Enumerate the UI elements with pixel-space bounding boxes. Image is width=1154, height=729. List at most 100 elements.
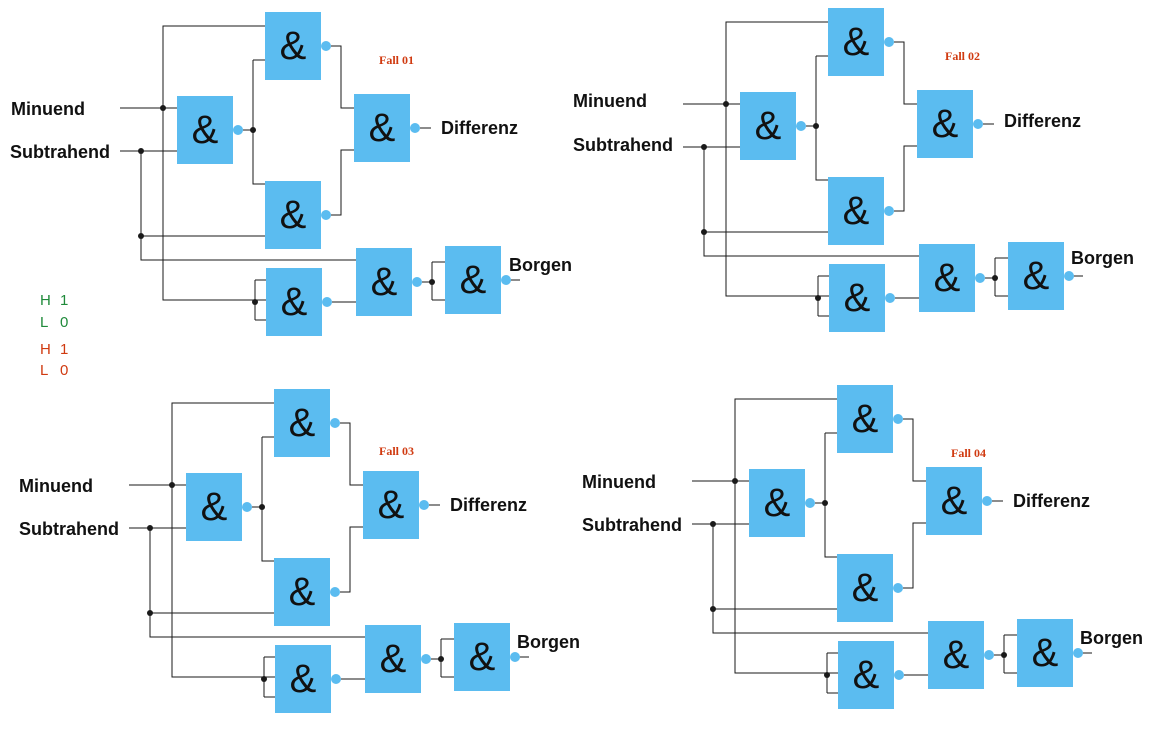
gate-symbol: &	[853, 653, 880, 697]
gate-body	[265, 181, 321, 249]
nand-gate: &	[356, 248, 422, 316]
inversion-bubble	[1073, 648, 1083, 658]
gate-symbol: &	[280, 193, 307, 237]
output-label-differenz: Differenz	[450, 495, 527, 515]
gate-body	[740, 92, 796, 160]
gate-body	[837, 554, 893, 622]
inversion-bubble	[412, 277, 422, 287]
inversion-bubble	[510, 652, 520, 662]
legend-h-red-level: H	[40, 341, 51, 358]
gate-symbol: &	[764, 481, 791, 525]
output-label-differenz: Differenz	[1004, 111, 1081, 131]
circuit-fall-01: & & & & & & &	[10, 12, 572, 336]
output-label-borgen: Borgen	[509, 255, 572, 275]
gate-body	[266, 268, 322, 336]
gate-body	[186, 473, 242, 541]
inversion-bubble	[796, 121, 806, 131]
case-label: Fall 01	[379, 53, 414, 67]
gate-symbol: &	[201, 485, 228, 529]
nand-gate: &	[363, 471, 429, 539]
gate-symbol: &	[844, 276, 871, 320]
gate-symbol: &	[289, 401, 316, 445]
nand-gate: &	[917, 90, 983, 158]
gate-symbol: &	[934, 256, 961, 300]
input-label-subtrahend: Subtrahend	[573, 135, 673, 155]
gate-body	[749, 469, 805, 537]
gate-symbol: &	[281, 280, 308, 324]
legend-l-red-value: 0	[60, 362, 68, 379]
nand-gate: &	[828, 177, 894, 245]
gate-body	[928, 621, 984, 689]
gate-body	[356, 248, 412, 316]
inversion-bubble	[410, 123, 420, 133]
gate-symbol: &	[932, 102, 959, 146]
gate-symbol: &	[941, 479, 968, 523]
circuit-fall-02: & & & & & & &	[573, 8, 1134, 332]
gate-body	[275, 645, 331, 713]
inversion-bubble	[419, 500, 429, 510]
gate-body	[445, 246, 501, 314]
legend-l-green-value: 0	[60, 314, 68, 331]
gate-body	[838, 641, 894, 709]
input-label-subtrahend: Subtrahend	[582, 515, 682, 535]
gate-symbol: &	[1023, 254, 1050, 298]
nand-gate: &	[186, 473, 252, 541]
inversion-bubble	[975, 273, 985, 283]
nand-gate: &	[265, 12, 331, 80]
inversion-bubble	[1064, 271, 1074, 281]
inversion-bubble	[894, 670, 904, 680]
gate-symbol: &	[280, 24, 307, 68]
nand-gate: &	[445, 246, 511, 314]
gate-body	[829, 264, 885, 332]
gate-symbol: &	[943, 633, 970, 677]
inversion-bubble	[501, 275, 511, 285]
input-label-minuend: Minuend	[582, 472, 656, 492]
nand-gate: &	[1017, 619, 1083, 687]
inversion-bubble	[893, 414, 903, 424]
inversion-bubble	[330, 587, 340, 597]
circuit-fall-03: & & & & & & &	[19, 389, 580, 713]
gate-symbol: &	[192, 108, 219, 152]
gate-symbol: &	[289, 570, 316, 614]
gate-symbol: &	[1032, 631, 1059, 675]
gate-body	[365, 625, 421, 693]
output-label-borgen: Borgen	[517, 632, 580, 652]
output-label-borgen: Borgen	[1080, 628, 1143, 648]
nand-gate: &	[275, 645, 341, 713]
gate-body	[454, 623, 510, 691]
inversion-bubble	[973, 119, 983, 129]
nand-gate: &	[365, 625, 431, 693]
gate-symbol: &	[369, 106, 396, 150]
legend-h-green-level: H	[40, 292, 51, 309]
gate-body	[363, 471, 419, 539]
output-label-differenz: Differenz	[441, 118, 518, 138]
gate-body	[919, 244, 975, 312]
junction-dots	[138, 105, 435, 305]
nand-gate: &	[837, 554, 903, 622]
legend-h-red-value: 1	[60, 341, 68, 358]
nand-gate: &	[1008, 242, 1074, 310]
gate-symbol: &	[290, 657, 317, 701]
nand-gate: &	[265, 181, 331, 249]
gate-body	[274, 389, 330, 457]
input-label-minuend: Minuend	[11, 99, 85, 119]
gate-symbol: &	[843, 20, 870, 64]
junction-dots	[147, 482, 444, 682]
gate-symbol: &	[755, 104, 782, 148]
gate-body	[837, 385, 893, 453]
circuit-wires	[692, 398, 1092, 694]
nand-gate: &	[749, 469, 815, 537]
inversion-bubble	[884, 37, 894, 47]
inversion-bubble	[331, 674, 341, 684]
input-label-minuend: Minuend	[573, 91, 647, 111]
nand-gate: &	[837, 385, 903, 453]
gate-body	[274, 558, 330, 626]
inversion-bubble	[322, 297, 332, 307]
case-label: Fall 04	[951, 446, 986, 460]
input-label-subtrahend: Subtrahend	[19, 519, 119, 539]
nand-gate: &	[274, 389, 340, 457]
gate-body	[828, 177, 884, 245]
gate-symbol: &	[371, 260, 398, 304]
